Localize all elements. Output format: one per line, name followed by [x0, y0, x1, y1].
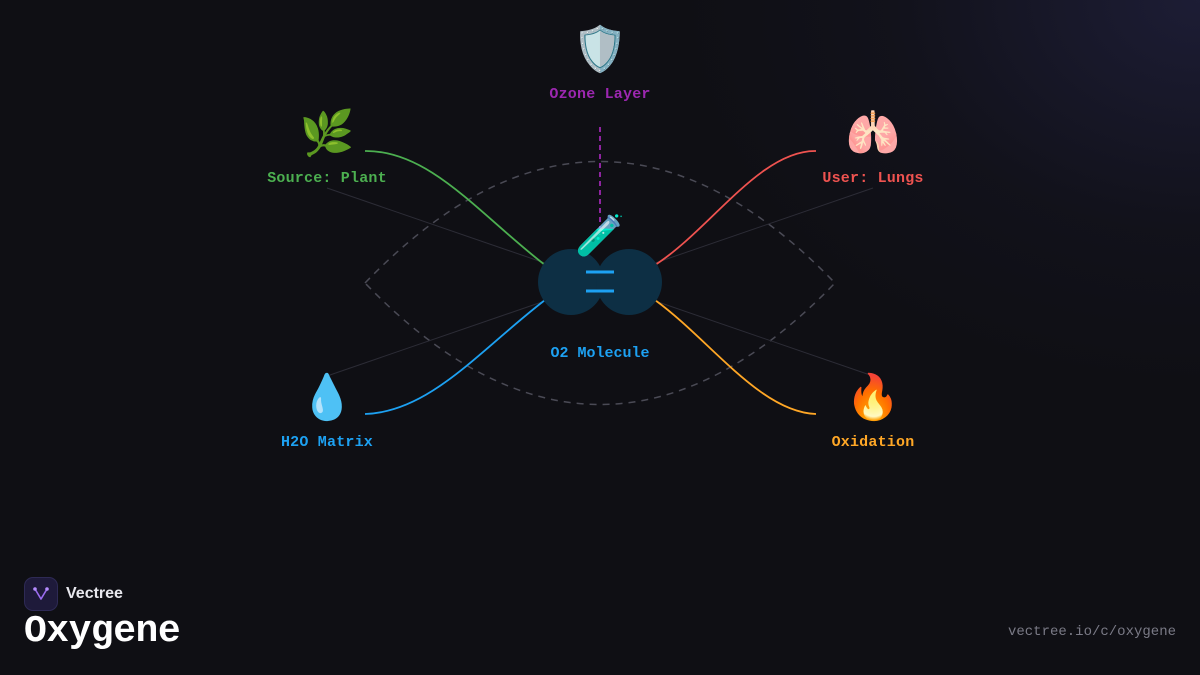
center-label: O2 Molecule — [550, 345, 650, 362]
connector-lungs — [654, 150, 817, 266]
node-label: Oxidation — [831, 434, 915, 451]
node-label: Ozone Layer — [549, 86, 651, 103]
brand-name: Vectree — [66, 585, 123, 602]
node-h2o-matrix: 💧 H2O Matrix — [217, 372, 437, 451]
node-label: User: Lungs — [822, 170, 924, 187]
page-url[interactable]: vectree.io/c/oxygene — [1007, 624, 1176, 640]
shield-icon: 🛡️ — [572, 24, 628, 75]
node-source-plant: 🌿 Source: Plant — [217, 108, 437, 187]
connector-fire — [654, 299, 817, 415]
leaf-icon: 🌿 — [299, 108, 355, 159]
lungs-icon: 🫁 — [845, 108, 901, 159]
vectree-logo-icon — [24, 577, 58, 611]
connector-water — [364, 299, 546, 415]
orbit-outline — [363, 160, 837, 406]
fire-icon: 🔥 — [845, 372, 901, 423]
connector-plant — [364, 150, 546, 266]
node-user-lungs: 🫁 User: Lungs — [763, 108, 983, 187]
droplet-icon: 💧 — [299, 372, 355, 423]
node-label: Source: Plant — [267, 170, 387, 187]
test-tube-icon: 🧪 — [575, 213, 625, 259]
oxygen-atom-left — [538, 249, 604, 315]
node-ozone-layer: 🛡️ Ozone Layer — [490, 24, 710, 103]
brand: Vectree — [24, 577, 123, 611]
oxygen-atom-right — [596, 249, 662, 315]
node-oxidation: 🔥 Oxidation — [763, 372, 983, 451]
node-label: H2O Matrix — [280, 434, 373, 451]
page-title: Oxygene — [24, 610, 181, 653]
